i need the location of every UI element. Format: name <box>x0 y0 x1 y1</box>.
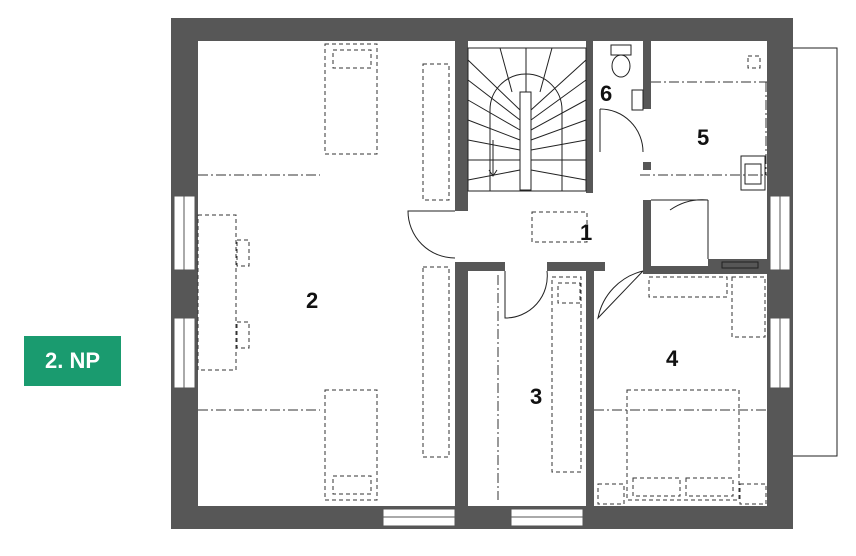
wardrobe-2 <box>422 266 450 458</box>
furniture <box>197 43 767 505</box>
toilet <box>610 44 632 56</box>
landing-table <box>531 211 588 243</box>
shower <box>747 55 761 69</box>
floor-badge: 2. NP <box>24 336 121 386</box>
bed-bottom <box>324 389 378 501</box>
desk <box>197 214 237 371</box>
room-label-2: 2 <box>306 288 318 313</box>
wardrobe-4 <box>731 276 766 338</box>
nightstand <box>597 483 625 505</box>
room-label-6: 6 <box>600 81 612 106</box>
sink-small <box>631 89 644 111</box>
staircase <box>467 47 587 192</box>
bed-top <box>324 43 378 155</box>
outer-walls <box>171 18 793 529</box>
balcony <box>791 47 838 457</box>
double-bed <box>626 389 740 501</box>
dresser <box>648 276 728 298</box>
doors <box>407 108 709 320</box>
wardrobe-3 <box>551 276 582 473</box>
room-label-5: 5 <box>697 125 709 150</box>
ceiling-lines <box>198 81 767 500</box>
room-label-3: 3 <box>530 384 542 409</box>
room-label-4: 4 <box>666 346 679 371</box>
windows <box>173 195 791 527</box>
room-labels: 1 2 3 4 5 6 <box>306 81 709 409</box>
window-panes <box>183 196 781 518</box>
inner-walls <box>455 41 767 506</box>
wardrobe-1 <box>422 63 450 201</box>
room-label-1: 1 <box>580 220 592 245</box>
bathroom-fixtures <box>610 44 766 269</box>
sink <box>740 155 766 191</box>
washer <box>721 261 759 269</box>
